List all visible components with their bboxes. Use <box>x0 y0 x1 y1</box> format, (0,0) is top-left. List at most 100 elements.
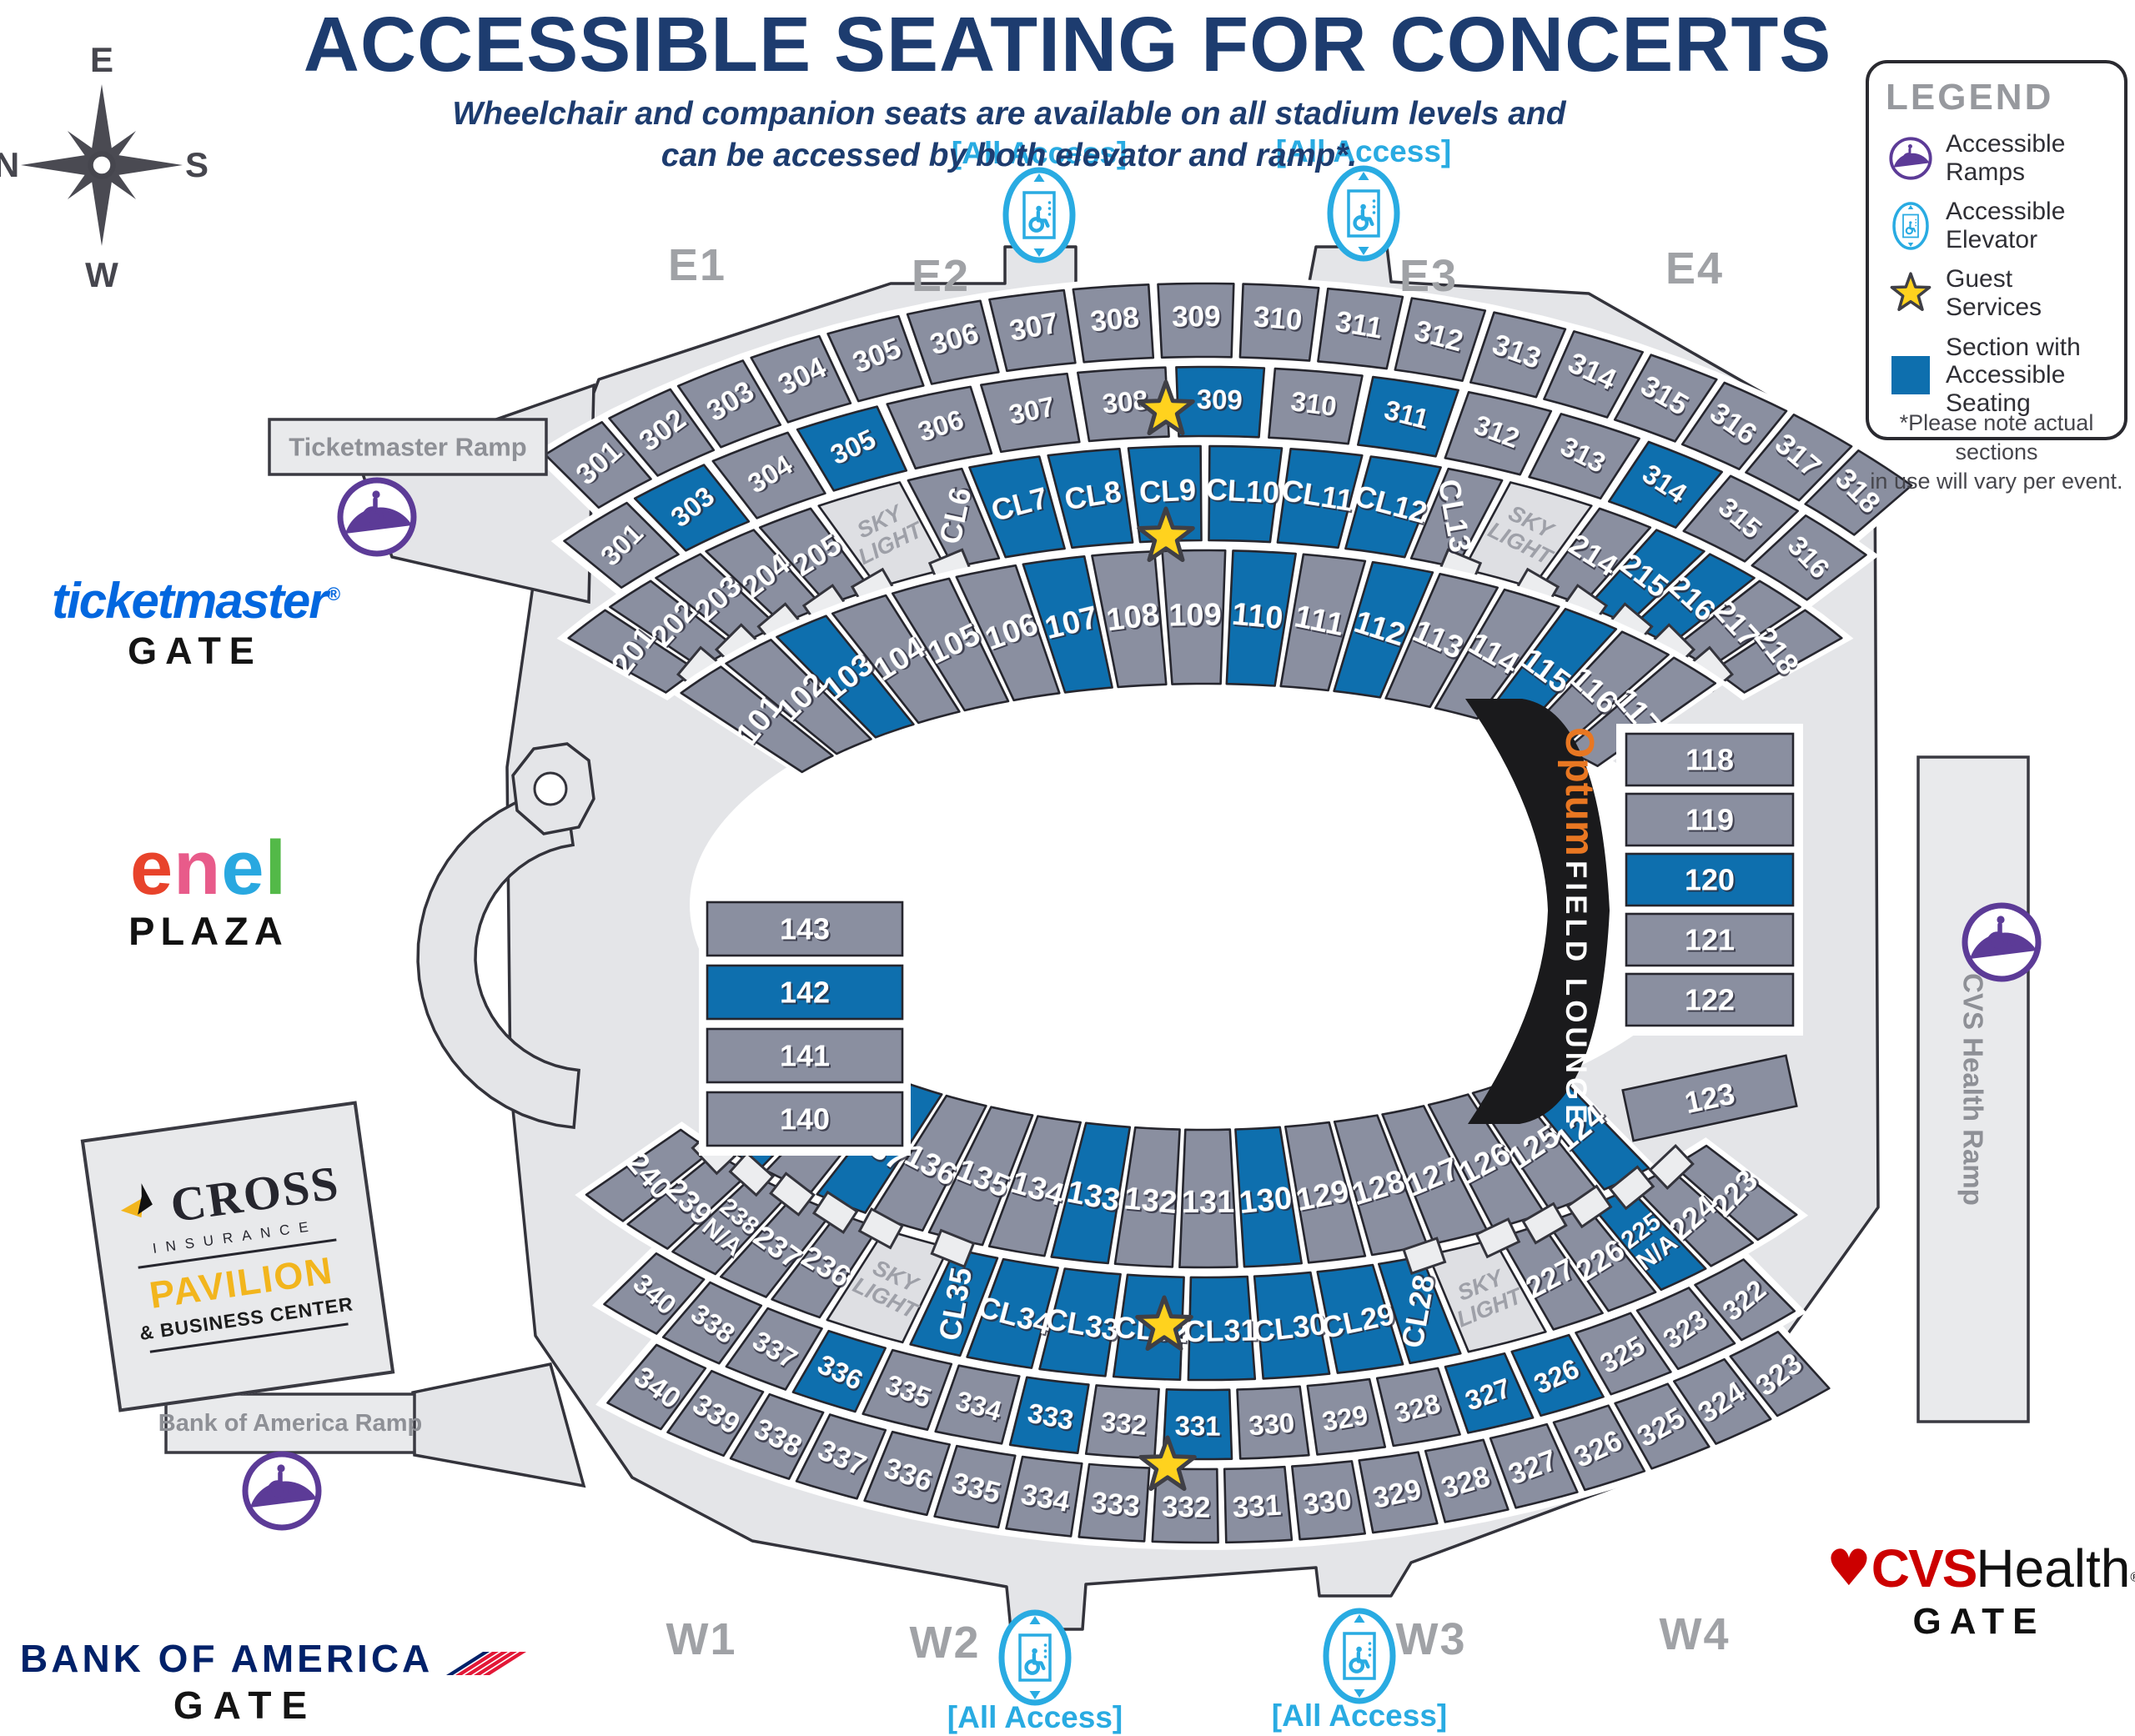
section-330 <box>1236 1385 1310 1460</box>
section-309 <box>1157 282 1235 359</box>
section-305 <box>826 314 925 403</box>
cvs-wordmark: CVS <box>1871 1538 1978 1598</box>
svg-text:122: 122 <box>1685 983 1735 1017</box>
cvs-health-gate-logo: ♥CVSHealth® GATE <box>1826 1538 2135 1643</box>
legend: LEGEND Accessible Ramps Accessible Eleva… <box>1866 60 2127 441</box>
section-118: 118 <box>1625 732 1795 787</box>
svg-text:332: 332 <box>1162 1491 1211 1524</box>
vomitory <box>1474 1217 1521 1259</box>
wheelchair-icon <box>1349 1646 1370 1673</box>
enel-letter: e <box>221 825 265 911</box>
section-216 <box>1631 553 1756 646</box>
section-336 <box>791 1329 887 1413</box>
svg-text:143: 143 <box>780 912 830 946</box>
section-227 <box>1499 1222 1604 1331</box>
ticketmaster-gate-logo: ticketmaster® GATE <box>13 572 377 673</box>
vomitory <box>728 1151 775 1197</box>
section-121: 121 <box>1625 912 1795 967</box>
section-338 <box>729 1392 825 1480</box>
page-title: ACCESSIBLE SEATING FOR CONCERTS <box>303 1 1832 88</box>
vomitory <box>1402 1237 1447 1275</box>
compass-top: E <box>90 40 113 79</box>
svg-text:331: 331 <box>1232 1489 1282 1524</box>
compass-bottom: W <box>85 255 118 294</box>
registered-mark: ® <box>2130 1571 2135 1585</box>
section-309 <box>1175 365 1266 439</box>
svg-text:329: 329 <box>1319 1399 1369 1437</box>
section-SKY-LIGHT <box>1462 481 1593 590</box>
legend-item-label: Section with <box>1946 333 2081 361</box>
guest-services-star-icon <box>1137 506 1195 562</box>
section-326 <box>1510 1333 1605 1417</box>
svg-text:309: 309 <box>1196 384 1243 415</box>
section-110 <box>1225 549 1297 687</box>
section-329 <box>1306 1377 1387 1456</box>
section-328 <box>1375 1367 1461 1448</box>
section-317 <box>1745 414 1853 502</box>
enel-letter: n <box>173 825 222 911</box>
cross-insurance-pavilion: CROSS INSURANCE PAVILION & BUSINESS CENT… <box>80 1101 395 1412</box>
svg-text:310: 310 <box>1253 300 1304 337</box>
svg-text:132: 132 <box>1123 1181 1178 1221</box>
svg-text:140: 140 <box>780 1102 830 1136</box>
section-337 <box>725 1307 823 1391</box>
section-308 <box>1072 283 1155 364</box>
section-CL34 <box>966 1257 1059 1369</box>
all-access-elevator-4: [All Access] <box>1272 1608 1447 1733</box>
section-102 <box>725 639 872 755</box>
bank-of-america-ramp-wing <box>411 1362 586 1488</box>
bank-of-america-flag-icon <box>446 1634 530 1683</box>
section-203 <box>655 553 779 646</box>
section-323 <box>1635 1287 1736 1371</box>
section-301 <box>544 421 652 509</box>
guest-services-star-3 <box>1135 1295 1193 1351</box>
bank-of-america-wordmark: BANK OF AMERICA <box>20 1637 434 1680</box>
section-302 <box>608 388 716 477</box>
cvs-health-wordmark: Health <box>1976 1538 2131 1598</box>
accessible-elevator-icon <box>998 1609 1072 1706</box>
section-CL11 <box>1276 448 1364 549</box>
section-318 <box>1804 449 1913 536</box>
svg-text:330: 330 <box>1248 1407 1296 1441</box>
vomitory <box>1565 1184 1613 1229</box>
enel-wordmark: enel <box>107 830 310 906</box>
section-CL12 <box>1344 455 1442 559</box>
vomitory <box>769 1172 816 1217</box>
svg-text:[All Access]: [All Access] <box>1272 1698 1447 1733</box>
compass-left: N <box>0 145 19 184</box>
guest-services-star-1 <box>1137 379 1195 435</box>
enel-plaza-label: PLAZA <box>128 909 289 954</box>
guest-services-star-icon <box>1137 379 1195 435</box>
section-304 <box>711 431 826 519</box>
legend-item-label: Accessible Elevator <box>1946 198 2066 253</box>
section-311 <box>1317 287 1404 370</box>
vomitory <box>1521 1202 1568 1245</box>
accessible-ramp-icon <box>337 477 417 557</box>
section-130 <box>1234 1126 1303 1268</box>
section-311 <box>1357 375 1459 458</box>
section-119: 119 <box>1625 792 1795 847</box>
section-SKY-LIGHT <box>826 1228 950 1344</box>
svg-text:108: 108 <box>1104 597 1161 639</box>
legend-note-line1: *Please note actual sections <box>1899 410 2094 465</box>
section-CL6 <box>907 467 1001 569</box>
section-301 <box>563 501 680 589</box>
svg-text:[All Access]: [All Access] <box>1276 134 1451 168</box>
section-105 <box>891 577 1010 712</box>
accessible-section-swatch <box>1886 355 1936 394</box>
legend-item-guest-services: Guest Services <box>1886 265 2114 321</box>
section-103 <box>776 615 915 739</box>
section-335 <box>862 1348 953 1431</box>
ticketmaster-wordmark: ticketmaster <box>52 573 329 629</box>
svg-text:CL10: CL10 <box>1205 472 1280 510</box>
section-240 <box>585 1128 713 1222</box>
vomitory <box>811 1190 859 1235</box>
guest-services-star-icon <box>1135 1295 1193 1351</box>
compass-right: S <box>185 145 208 184</box>
section-307 <box>988 288 1077 373</box>
legend-item-label: Accessible Ramps <box>1946 130 2066 186</box>
legend-note: *Please note actual sections in use will… <box>1866 409 2127 496</box>
section-326 <box>1552 1404 1646 1492</box>
svg-text:[All Access]: [All Access] <box>952 136 1127 170</box>
gate-label-W1: W1 <box>666 1614 737 1664</box>
